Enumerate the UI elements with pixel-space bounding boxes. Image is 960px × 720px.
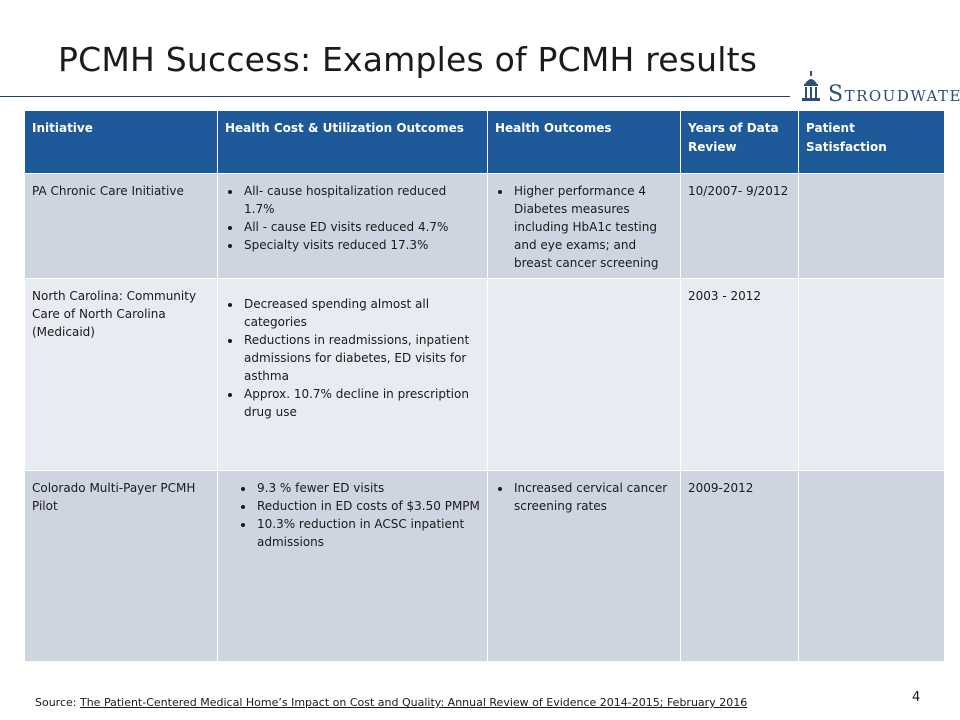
cost-outcomes-cell: All- cause hospitalization reduced 1.7% … — [217, 173, 488, 279]
results-table: Initiative Health Cost & Utilization Out… — [24, 110, 945, 662]
satisfaction-cell — [798, 278, 945, 471]
initiative-cell: Colorado Multi-Payer PCMH Pilot — [24, 470, 218, 662]
header-satisfaction: Patient Satisfaction — [798, 110, 945, 174]
years-cell: 10/2007- 9/2012 — [680, 173, 799, 279]
source-label: Source: — [35, 696, 80, 709]
header-health-outcomes: Health Outcomes — [487, 110, 681, 174]
initiative-cell: PA Chronic Care Initiative — [24, 173, 218, 279]
table-row: PA Chronic Care Initiative All- cause ho… — [24, 173, 945, 279]
health-outcomes-cell: Increased cervical cancer screening rate… — [487, 470, 681, 662]
list-item: 10.3% reduction in ACSC inpatient admiss… — [255, 515, 480, 551]
logo-rest: TROUDWATER — [844, 87, 960, 105]
logo-wordmark: STROUDWATER — [828, 82, 960, 107]
table-header-row: Initiative Health Cost & Utilization Out… — [24, 110, 945, 174]
header-years: Years of Data Review — [680, 110, 799, 174]
header-initiative: Initiative — [24, 110, 218, 174]
table-row: Colorado Multi-Payer PCMH Pilot 9.3 % fe… — [24, 470, 945, 662]
source-citation: Source: The Patient-Centered Medical Hom… — [35, 696, 747, 709]
cost-outcomes-cell: Decreased spending almost all categories… — [217, 278, 488, 471]
years-cell: 2003 - 2012 — [680, 278, 799, 471]
slide-title: PCMH Success: Examples of PCMH results — [58, 40, 758, 79]
health-outcomes-cell: Higher performance 4 Diabetes measures i… — [487, 173, 681, 279]
initiative-cell: North Carolina: Community Care of North … — [24, 278, 218, 471]
list-item: Decreased spending almost all categories — [242, 295, 480, 331]
list-item: Reduction in ED costs of $3.50 PMPM — [255, 497, 480, 515]
list-item: 9.3 % fewer ED visits — [255, 479, 480, 497]
list-item: Increased cervical cancer screening rate… — [512, 479, 673, 515]
logo-initial: S — [828, 82, 845, 107]
cost-outcomes-cell: 9.3 % fewer ED visits Reduction in ED co… — [217, 470, 488, 662]
list-item: All - cause ED visits reduced 4.7% — [242, 218, 480, 236]
stroudwater-logo: STROUDWATER — [800, 70, 960, 110]
list-item: Higher performance 4 Diabetes measures i… — [512, 182, 673, 272]
table-row: North Carolina: Community Care of North … — [24, 278, 945, 471]
page-number: 4 — [912, 690, 921, 705]
list-item: Reductions in readmissions, inpatient ad… — [242, 331, 480, 385]
health-outcomes-cell — [487, 278, 681, 471]
source-reference-link[interactable]: The Patient-Centered Medical Home’s Impa… — [79, 696, 748, 709]
header-cost-utilization: Health Cost & Utilization Outcomes — [217, 110, 488, 174]
list-item: Approx. 10.7% decline in prescription dr… — [242, 385, 480, 421]
satisfaction-cell — [798, 470, 945, 662]
years-cell: 2009-2012 — [680, 470, 799, 662]
list-item: All- cause hospitalization reduced 1.7% — [242, 182, 480, 218]
satisfaction-cell — [798, 173, 945, 279]
list-item: Specialty visits reduced 17.3% — [242, 236, 480, 254]
building-dome-icon — [802, 71, 820, 101]
title-divider — [0, 96, 790, 97]
